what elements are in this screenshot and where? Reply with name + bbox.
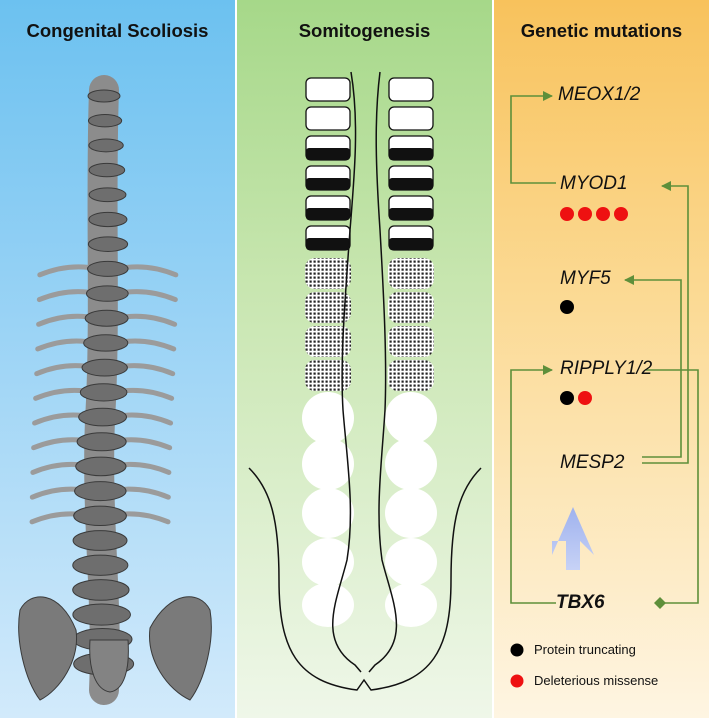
somite-white <box>305 77 351 102</box>
vertebra <box>79 383 128 402</box>
presomitic-mesoderm <box>302 538 354 586</box>
presomitic-block <box>388 292 434 323</box>
panel-congenital-scoliosis: Congenital Scoliosis <box>0 0 235 718</box>
vertebra <box>78 407 127 427</box>
missense-mutation-dot <box>596 207 610 221</box>
arrow-myod1-to-meox <box>510 91 556 184</box>
presomitic-block <box>388 258 434 289</box>
panel-title-somitogenesis: Somitogenesis <box>298 20 431 41</box>
presomitic-block <box>305 258 351 289</box>
arrow-ripply-to-tbx6 <box>646 369 699 604</box>
panel-title-congenital-scoliosis: Congenital Scoliosis <box>26 20 209 41</box>
spine-illustration <box>18 75 212 705</box>
panel-genetic-mutations: Genetic mutations <box>494 0 709 718</box>
somite-white <box>388 77 434 102</box>
mutation-dots <box>560 207 628 405</box>
arrow-mesp2-to-myod1 <box>642 181 689 464</box>
missense-mutation-dot <box>560 207 574 221</box>
vertebra <box>74 481 127 502</box>
presomitic-mesoderm <box>385 392 437 444</box>
vertebra <box>87 113 123 128</box>
somite-pairs <box>302 77 437 627</box>
somite-black-half <box>306 238 350 250</box>
gene-label-mesp2: MESP2 <box>560 452 625 473</box>
vertebra <box>88 138 124 153</box>
tail-bud-outline <box>248 467 482 691</box>
inhibition-diamond <box>654 597 666 609</box>
somite-diagram <box>248 71 482 691</box>
vertebra <box>72 579 130 601</box>
presomitic-mesoderm <box>385 538 437 586</box>
somite-white <box>305 106 351 131</box>
gene-label-ripply1-2: RIPPLY1/2 <box>560 358 653 379</box>
sacrum <box>89 639 129 693</box>
vertebra <box>88 211 128 228</box>
spine-ct-image <box>18 75 212 705</box>
vertebra <box>85 285 129 302</box>
missense-mutation-dot <box>614 207 628 221</box>
vertebra <box>72 554 129 576</box>
panel-title-genetic-mutations: Genetic mutations <box>520 20 683 41</box>
pelvis-right <box>149 596 212 701</box>
truncating-mutation-dot <box>560 391 574 405</box>
arrow-mesp2-to-myf5 <box>624 275 682 458</box>
arrow-tbx6-to-ripply <box>510 365 556 604</box>
presomitic-mesoderm <box>385 583 437 627</box>
somite-black-half <box>389 208 433 220</box>
vertebra <box>88 162 126 178</box>
vertebra <box>83 334 129 352</box>
presomitic-block <box>388 326 434 357</box>
presomitic-mesoderm <box>302 392 354 444</box>
vertebra <box>87 89 121 103</box>
somite-black-half <box>389 238 433 250</box>
vertebra <box>76 432 127 452</box>
vertebra <box>75 456 127 477</box>
gene-label-tbx6: TBX6 <box>556 592 605 613</box>
vertebra <box>88 187 127 203</box>
gene-network-arrows <box>510 91 699 688</box>
somite-white <box>388 106 434 131</box>
pelvis-left <box>18 596 78 701</box>
legend-missense-dot <box>510 674 524 688</box>
legend-label-missense: Deleterious missense <box>534 673 659 688</box>
missense-mutation-dot <box>578 391 592 405</box>
somite-black-half <box>389 178 433 190</box>
somite-black-half <box>306 178 350 190</box>
somite-black-half <box>389 148 433 160</box>
vertebra <box>84 309 129 327</box>
presomitic-mesoderm <box>302 488 354 538</box>
presomitic-mesoderm <box>302 583 354 627</box>
presomitic-block <box>305 360 351 391</box>
presomitic-block <box>388 360 434 391</box>
presomitic-mesoderm <box>385 488 437 538</box>
somite-black-half <box>306 148 350 160</box>
presomitic-block <box>305 292 351 323</box>
vertebra <box>72 603 131 626</box>
truncating-mutation-dot <box>560 300 574 314</box>
upward-arrow-icon <box>552 507 594 570</box>
embryo-outline-right <box>368 71 398 673</box>
presomitic-mesoderm <box>385 438 437 490</box>
gene-label-meox1-2: MEOX1/2 <box>558 84 641 105</box>
vertebra <box>72 530 128 551</box>
missense-mutation-dot <box>578 207 592 221</box>
vertebra <box>87 236 129 252</box>
panel-somitogenesis: Somitogenesis <box>237 0 492 718</box>
somite-black-half <box>306 208 350 220</box>
embryo-outline <box>332 71 362 673</box>
vertebra <box>87 260 129 277</box>
presomitic-mesoderm <box>302 438 354 490</box>
gene-label-myf5: MYF5 <box>560 268 611 289</box>
vertebra <box>81 358 128 377</box>
legend-truncating-dot <box>510 643 524 657</box>
vertebra <box>73 505 127 527</box>
legend-label-truncating: Protein truncating <box>534 642 636 657</box>
gene-label-myod1: MYOD1 <box>560 173 628 194</box>
presomitic-block <box>305 326 351 357</box>
